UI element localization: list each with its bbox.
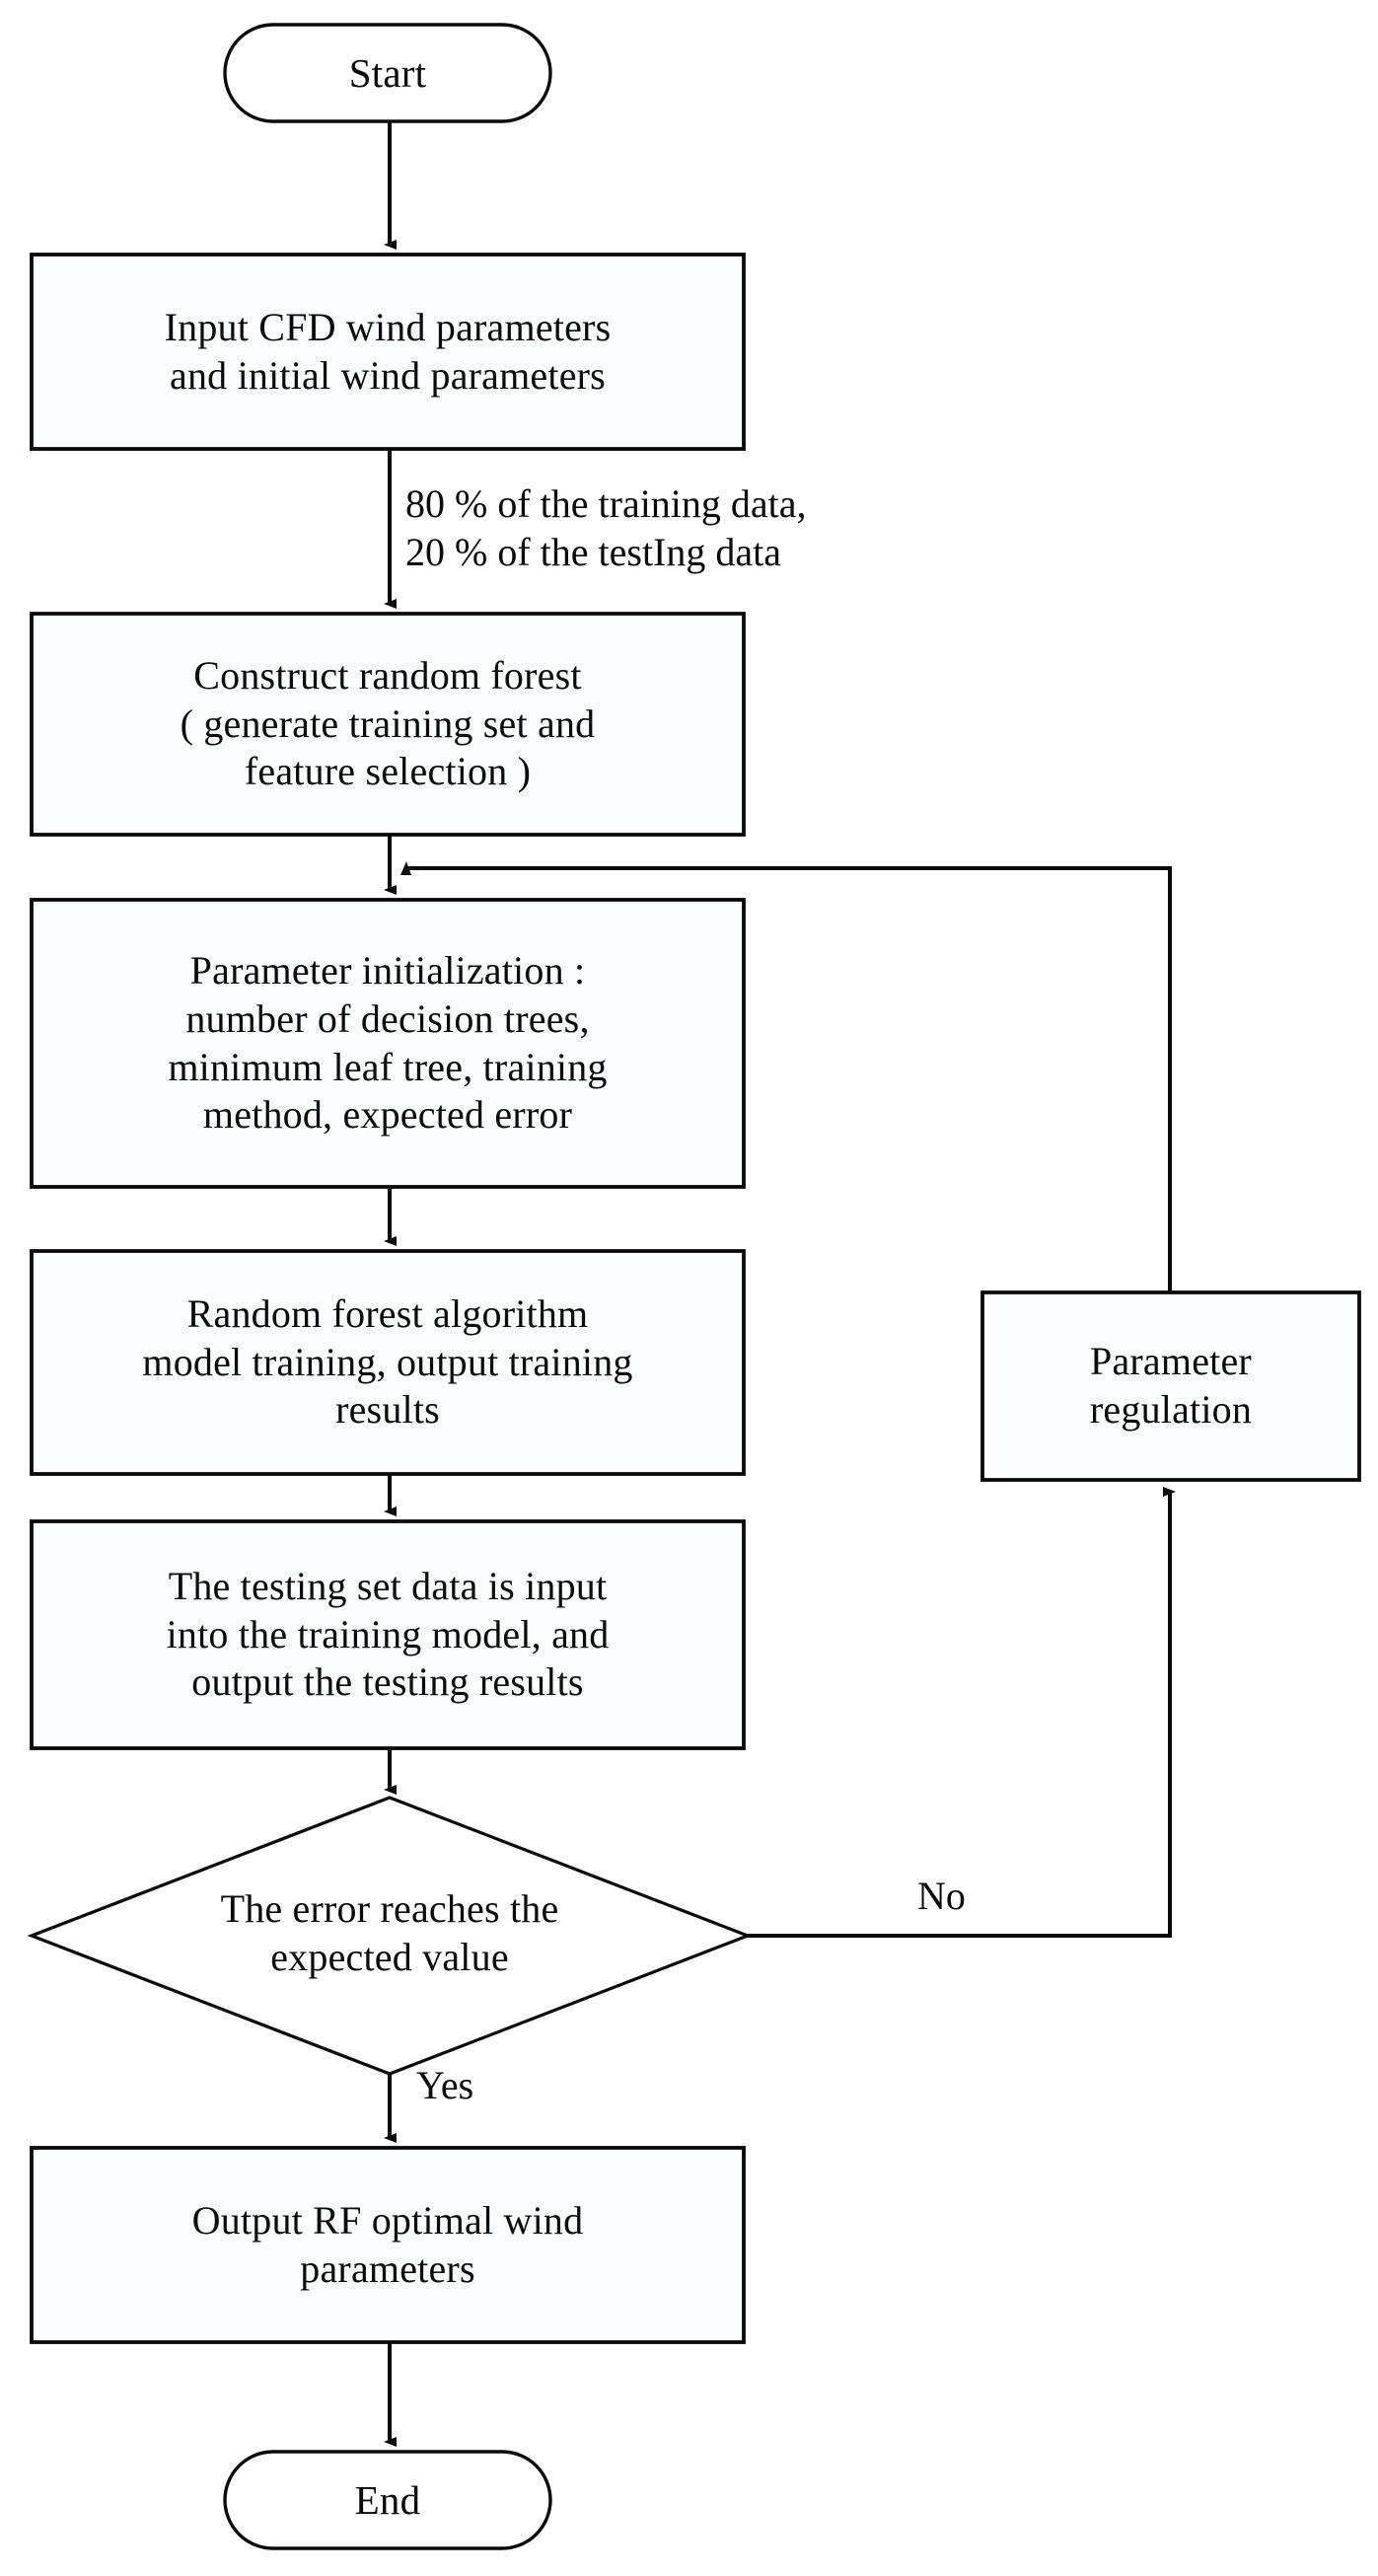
node-end-shape <box>223 2450 552 2550</box>
node-construct-shape <box>30 612 746 837</box>
node-test-shape <box>30 1519 746 1750</box>
edge-label-data-split: 80 % of the training data, 20 % of the t… <box>405 481 807 574</box>
edge-decision-no-to-regulate <box>748 1487 1176 1938</box>
edge-label-yes: Yes <box>416 2063 474 2107</box>
node-param-init-shape <box>30 898 746 1189</box>
edge-label-no: No <box>917 1874 966 1918</box>
edge-regulate-to-param-init <box>400 861 1172 1292</box>
node-output-shape <box>30 2146 746 2344</box>
node-train-shape <box>30 1249 746 1476</box>
node-decision-shape <box>27 1796 753 2076</box>
node-regulate-shape <box>980 1290 1361 1482</box>
node-input-shape <box>30 253 746 451</box>
node-start-shape <box>223 23 552 123</box>
